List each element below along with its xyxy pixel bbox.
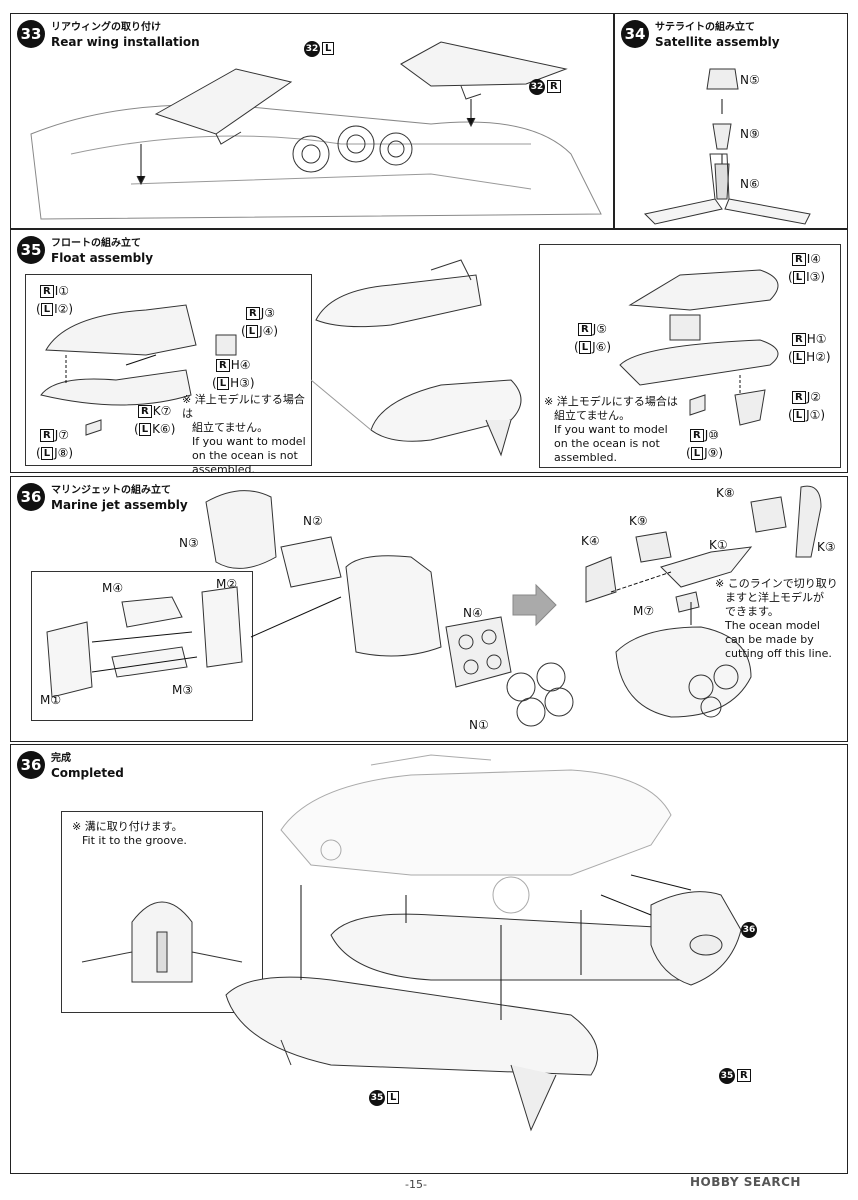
step-34-panel: 34 サテライトの組み立て Satellite assembly N⑤ N⑨ N…	[614, 13, 848, 229]
part-label-n6: N⑥	[740, 177, 760, 191]
step-36-marine-panel: 36 マリンジェットの組み立て Marine jet assembly M④ M…	[10, 476, 848, 742]
lbl-m2: M②	[216, 577, 238, 591]
lbl-k3: K③	[817, 540, 836, 554]
completed-panel: 36 完成 Completed ※ 溝に取り付けます。 Fit it to th…	[10, 744, 848, 1174]
step-33-header: 33 リアウィングの取り付け Rear wing installation	[17, 20, 200, 50]
step-title-en: Float assembly	[51, 251, 154, 265]
lbl-k8: K⑧	[716, 486, 735, 500]
lbl-k1: K①	[709, 538, 728, 552]
groove-detail-box: ※ 溝に取り付けます。 Fit it to the groove.	[61, 811, 263, 1013]
step-number: 33	[17, 20, 45, 48]
satellite-illustration	[643, 68, 811, 225]
lbl-k9: K⑨	[629, 514, 648, 528]
lbl-n1: N①	[469, 718, 489, 732]
lbl-m1: M①	[40, 693, 62, 707]
step-33-panel: 33 リアウィングの取り付け Rear wing installation	[10, 13, 614, 229]
step-title-en: Completed	[51, 766, 124, 780]
step-title-jp: マリンジェットの組み立て	[51, 485, 171, 496]
part-label-n5: N⑤	[740, 73, 760, 87]
float-left-note: ※ 洋上モデルにする場合は 組立てません。 If you want to mod…	[182, 393, 306, 473]
lbl-m4: M④	[102, 581, 124, 595]
step-title-jp: フロートの組み立て	[51, 238, 141, 249]
lbl-m7: M⑦	[633, 604, 655, 618]
lbl-n3: N③	[179, 536, 199, 550]
lbl-n2: N②	[303, 514, 323, 528]
marine-jet-note: ※ このラインで切り取り ますと洋上モデルが できます。 The ocean m…	[715, 577, 838, 660]
step-36-header: 36 マリンジェットの組み立て Marine jet assembly	[17, 483, 188, 513]
completed-header: 36 完成 Completed	[17, 751, 124, 781]
step-number: 35	[17, 236, 45, 264]
watermark-text: HOBBY SEARCH	[690, 1175, 801, 1189]
page-number: -15-	[405, 1178, 427, 1191]
step-number: 36	[17, 751, 45, 779]
marine-jet-detail-box: M④ M② M① M③	[31, 571, 253, 721]
step-title-en: Marine jet assembly	[51, 498, 188, 512]
step-number: 34	[621, 20, 649, 48]
lbl-k4: K④	[581, 534, 600, 548]
part-label-n9: N⑨	[740, 127, 760, 141]
step-title-jp: リアウィングの取り付け	[51, 22, 161, 33]
step-title-en: Rear wing installation	[51, 35, 200, 49]
groove-note: ※ 溝に取り付けます。 Fit it to the groove.	[72, 820, 187, 847]
step-35-header: 35 フロートの組み立て Float assembly	[17, 236, 153, 266]
step-34-header: 34 サテライトの組み立て Satellite assembly	[621, 20, 780, 50]
completed-label-36: 36	[741, 921, 759, 938]
step-number: 36	[17, 483, 45, 511]
step-title-jp: サテライトの組み立て	[655, 22, 755, 33]
float-right-note: ※ 洋上モデルにする場合は 組立てません。 If you want to mod…	[544, 395, 678, 464]
step-title-en: Satellite assembly	[655, 35, 780, 49]
rear-wing-illustration	[30, 41, 602, 220]
step-title-jp: 完成	[51, 753, 71, 764]
lbl-n4: N④	[463, 606, 483, 620]
lbl-m3: M③	[172, 683, 194, 697]
